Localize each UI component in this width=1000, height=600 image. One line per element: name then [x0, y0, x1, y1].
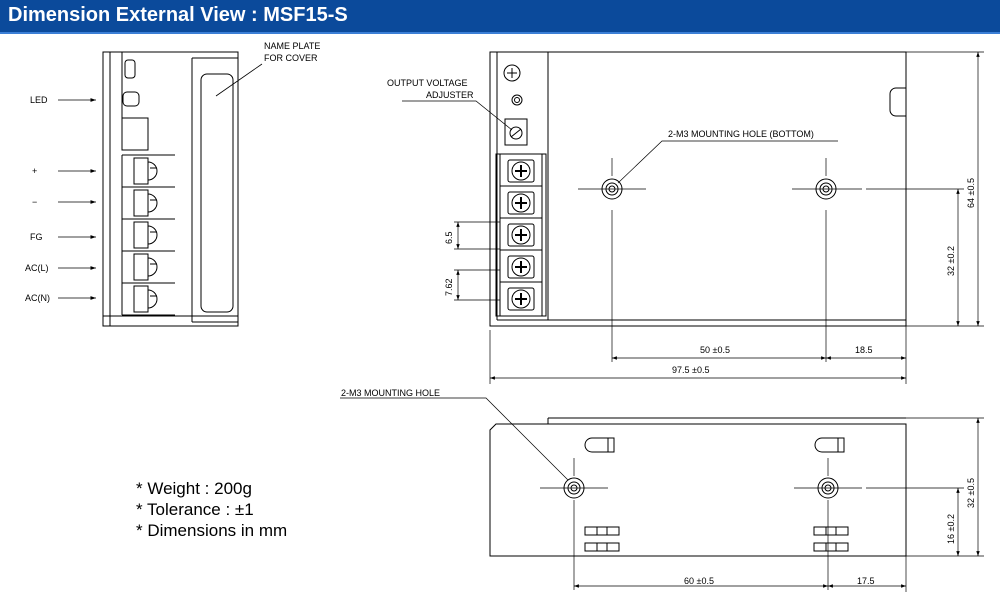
top-holes-x-dim: 50 ±0.5 [700, 345, 730, 355]
front-outline [489, 423, 907, 557]
terminal-profile [121, 154, 175, 316]
adjuster-side [121, 117, 149, 151]
title-bar: Dimension External View : MSF15-S [0, 0, 1000, 32]
led-housing [124, 59, 136, 79]
top-view [489, 51, 964, 362]
led-hole [511, 94, 523, 106]
front-slot-left [584, 437, 615, 453]
front-vents [584, 526, 849, 552]
note-weight: * Weight : 200g [136, 479, 252, 498]
terminal-screws [507, 159, 535, 311]
title-underline [0, 32, 1000, 34]
front-height-dim: 32 ±0.5 [966, 478, 976, 508]
top-edge-x-dim: 18.5 [855, 345, 873, 355]
page-title: Dimension External View : MSF15-S [8, 4, 348, 26]
adjuster-label-1: OUTPUT VOLTAGE [387, 78, 468, 88]
top-screw [503, 64, 521, 82]
front-hole-y-dim: 16 ±0.2 [946, 514, 956, 544]
terminal-label-led: LED [30, 95, 48, 105]
side-view [102, 51, 239, 327]
front-slot-right [814, 437, 845, 453]
terminal-label-fg: FG [30, 232, 43, 242]
front-view [489, 417, 964, 590]
top-view-dims [402, 51, 984, 384]
top-height-dim: 64 ±0.5 [966, 178, 976, 208]
note-tolerance: * Tolerance : ±1 [136, 500, 254, 519]
adjuster-label-2: ADJUSTER [426, 90, 474, 100]
terminal-labels: LED + − FG AC(L) AC(N) [25, 95, 96, 303]
spec-notes: * Weight : 200g * Tolerance : ±1 * Dimen… [136, 478, 287, 541]
top-hole-y-dim: 32 ±0.2 [946, 246, 956, 276]
voltage-adjuster [504, 118, 528, 146]
top-mounting-hole-label: 2-M3 MOUNTING HOLE (BOTTOM) [668, 129, 814, 139]
pitch-dim-1: 6.5 [444, 231, 454, 244]
name-plate-label-2: FOR COVER [264, 53, 318, 63]
front-mounting-hole-label: 2-M3 MOUNTING HOLE [341, 388, 440, 398]
pitch-dim-2: 7.62 [444, 278, 454, 296]
top-length-dim: 97.5 ±0.5 [672, 365, 709, 375]
note-dimensions: * Dimensions in mm [136, 521, 288, 540]
terminal-label-plus: + [32, 166, 37, 176]
led [122, 91, 140, 107]
terminal-label-acn: AC(N) [25, 293, 50, 303]
terminal-label-acl: AC(L) [25, 263, 49, 273]
terminal-block [499, 153, 543, 317]
front-holes-x-dim: 60 ±0.5 [684, 576, 714, 586]
front-view-dims [340, 397, 984, 592]
name-plate-label-1: NAME PLATE [264, 41, 320, 51]
name-plate-recess [200, 73, 234, 313]
front-edge-x-dim: 17.5 [857, 576, 875, 586]
terminal-label-minus: − [32, 197, 37, 207]
side-outline [102, 51, 239, 327]
